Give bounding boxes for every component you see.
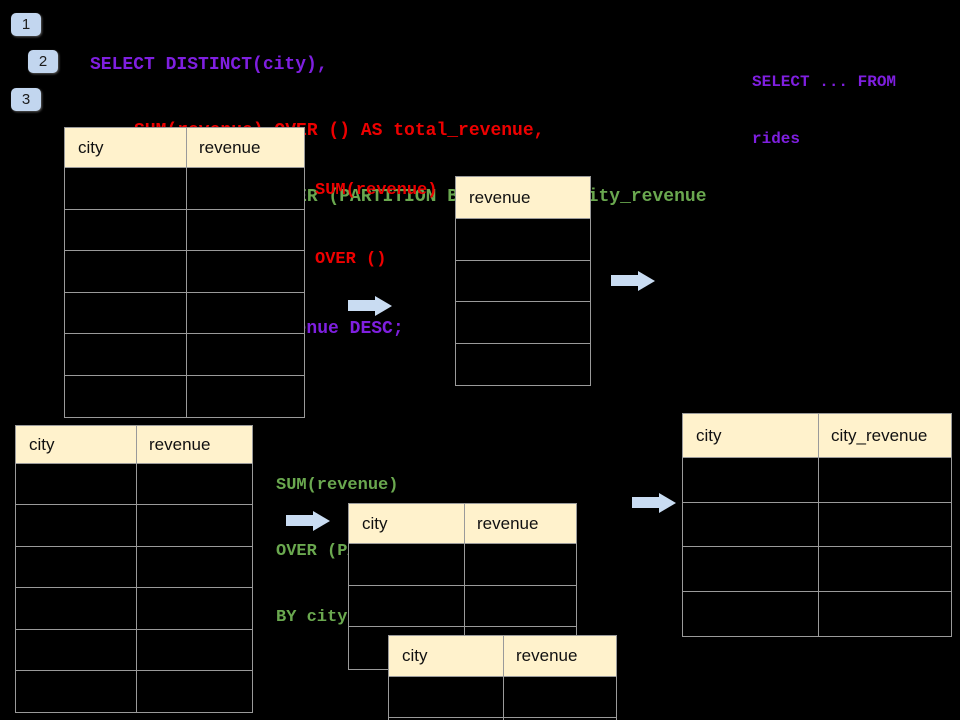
column-divider — [136, 426, 137, 713]
table-body — [16, 464, 252, 712]
annotation-total-line-1: SUM(revenue) — [315, 181, 438, 200]
table-row — [65, 376, 304, 418]
table-header-row: city revenue — [389, 636, 616, 677]
column-header-revenue: revenue — [149, 434, 211, 454]
table-row — [16, 630, 252, 671]
table-result: city city_revenue — [682, 413, 952, 637]
sql-side-line-2: rides — [752, 130, 801, 148]
step-badge-1: 1 — [11, 13, 41, 36]
table-header-row: city revenue — [349, 504, 576, 544]
table-row — [349, 544, 576, 586]
table-row — [65, 168, 304, 210]
table-row — [683, 592, 951, 637]
table-row — [16, 671, 252, 712]
sql-line-select: SELECT DISTINCT(city), — [90, 55, 328, 75]
table-body — [349, 544, 576, 669]
arrow-right-icon — [611, 270, 655, 291]
column-header-city: city — [402, 646, 428, 665]
column-header-revenue: revenue — [199, 137, 261, 157]
table-header-row: city revenue — [65, 128, 304, 168]
column-divider — [818, 414, 819, 636]
column-divider — [464, 504, 465, 670]
table-row — [456, 219, 590, 261]
table-row — [683, 547, 951, 592]
annotation-total-revenue: SUM(revenue) OVER () — [315, 133, 437, 317]
column-header-city: city — [78, 137, 104, 157]
column-divider — [503, 636, 504, 720]
table-row — [683, 503, 951, 547]
table-row — [65, 210, 304, 251]
table-body — [65, 168, 304, 417]
sql-side-line-1: SELECT ... FROM — [752, 73, 897, 91]
step-badge-3: 3 — [11, 88, 41, 111]
table-row — [16, 588, 252, 630]
table-row — [456, 261, 590, 302]
table-row — [16, 547, 252, 589]
table-header-row: city city_revenue — [683, 414, 951, 458]
table-row — [65, 251, 304, 293]
column-header-revenue: revenue — [516, 646, 578, 665]
column-header-city-revenue: city_revenue — [831, 425, 928, 445]
arrow-right-icon — [348, 295, 392, 316]
column-divider — [186, 128, 187, 417]
column-header-city: city — [362, 513, 388, 533]
table-row — [65, 334, 304, 376]
column-header-revenue: revenue — [469, 187, 531, 207]
step-badge-2: 2 — [28, 50, 58, 73]
table-body — [389, 677, 616, 720]
table-body — [456, 219, 590, 385]
table-row — [389, 677, 616, 718]
table-row — [456, 302, 590, 344]
annotation-partition-line-1: SUM(revenue) — [276, 476, 399, 495]
table-row — [16, 464, 252, 506]
table-row — [65, 293, 304, 334]
table-partitioned-overlay: city revenue — [388, 635, 617, 720]
arrow-right-icon — [632, 492, 676, 513]
table-row — [349, 586, 576, 628]
arrow-right-icon — [286, 510, 330, 531]
table-body — [683, 458, 951, 636]
column-header-city: city — [696, 425, 722, 445]
table-source-top: city revenue — [64, 127, 305, 418]
sql-side-snippet: SELECT ... FROM rides — [752, 35, 896, 187]
table-row — [683, 458, 951, 503]
column-header-city: city — [29, 434, 55, 454]
table-total-revenue: revenue — [455, 176, 591, 386]
table-row — [456, 344, 590, 386]
table-header-row: revenue — [456, 177, 590, 219]
annotation-total-line-2: OVER () — [315, 250, 387, 269]
table-row — [16, 505, 252, 547]
annotation-partition-line-3: BY city) — [276, 608, 358, 627]
table-source-bottom: city revenue — [15, 425, 253, 714]
column-header-revenue: revenue — [477, 513, 539, 533]
table-header-row: city revenue — [16, 426, 252, 464]
